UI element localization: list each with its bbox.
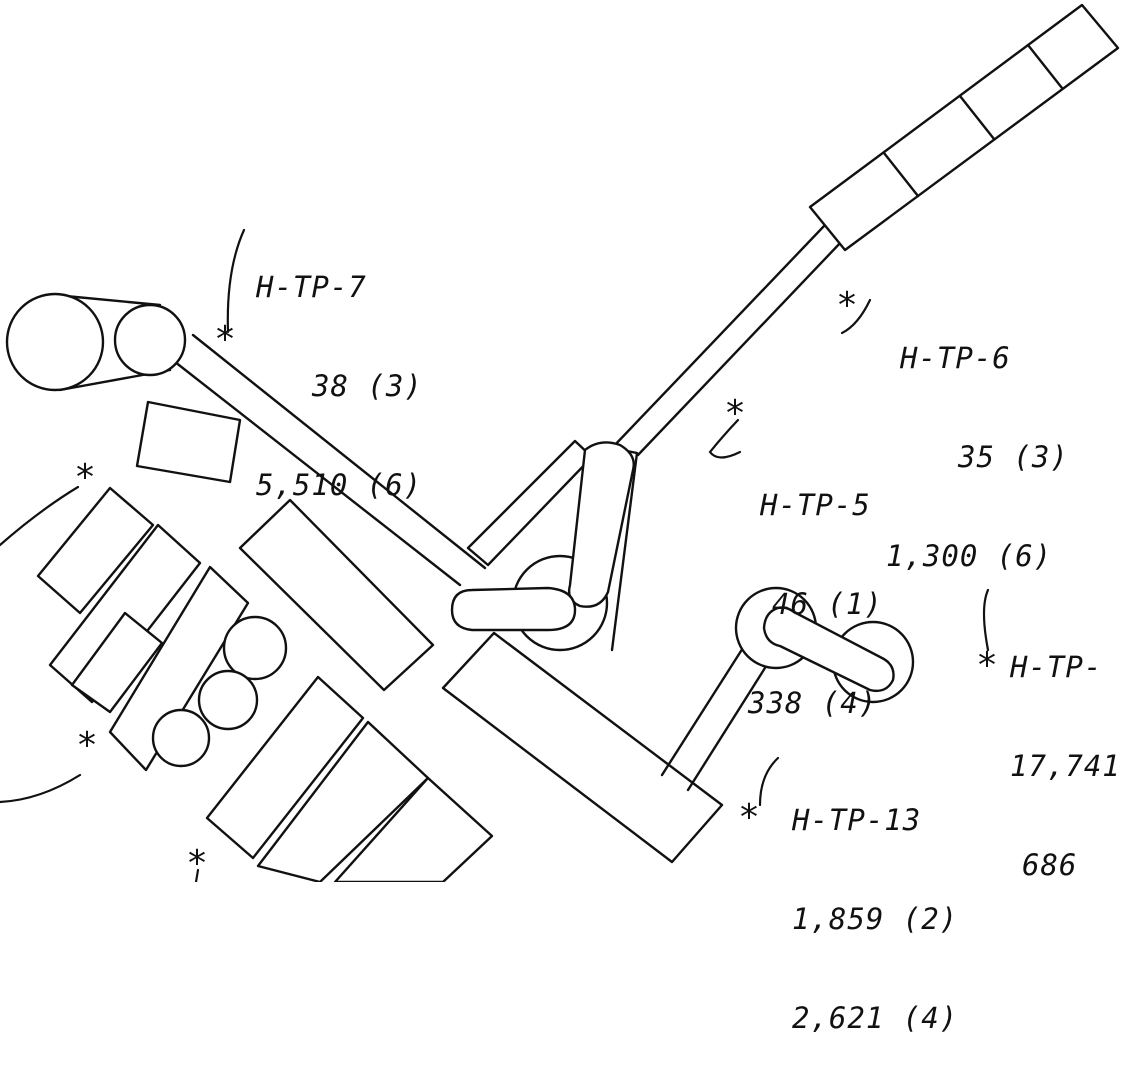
leader-arrows — [0, 228, 990, 882]
marker-left-upper: * — [76, 457, 94, 498]
label-h-tp-7-line-1: 38 (3) — [312, 369, 423, 403]
right-conveyor — [660, 586, 915, 792]
label-h-tp-5-id: H-TP-5 — [760, 488, 871, 522]
label-h-tp-13-line-1: 1,859 (2) — [792, 902, 959, 936]
label-h-tp-5-line-1: 46 (1) — [772, 587, 883, 621]
label-h-tp-5: H-TP-5 46 (1) 338 (4) — [748, 423, 883, 753]
crusher-area — [441, 439, 724, 864]
label-h-tp-cut: H-TP- 17,741 ( 686 — [1010, 585, 1128, 915]
marker-h-tp-13: * — [740, 797, 758, 838]
site-map — [0, 3, 1120, 882]
marker-h-tp-6: * — [838, 285, 856, 326]
label-h-tp-cut-line-1: 17,741 ( — [1010, 749, 1121, 783]
label-h-tp-cut-line-2: 686 — [1022, 848, 1078, 882]
label-h-tp-5-line-2: 338 (4) — [748, 686, 878, 720]
building-cluster — [36, 486, 494, 882]
upper-conveyor — [610, 3, 1120, 457]
label-h-tp-6: H-TP-6 35 (3) 1,300 (6) — [886, 276, 1069, 606]
marker-left-lower: * — [78, 725, 96, 766]
marker-h-tp-5: * — [726, 393, 744, 434]
left-conveyor — [5, 292, 487, 587]
label-h-tp-13-id: H-TP-13 — [792, 803, 922, 837]
label-h-tp-6-id: H-TP-6 — [900, 341, 1011, 375]
small-building — [135, 400, 242, 484]
label-h-tp-6-line-2: 1,300 (6) — [886, 539, 1053, 573]
label-h-tp-13: H-TP-13 1,859 (2) 2,621 (4) — [792, 738, 958, 1068]
marker-bottom: * — [188, 843, 206, 884]
label-h-tp-7: H-TP-7 38 (3) 5,510 (6) — [256, 205, 423, 535]
label-h-tp-6-line-1: 35 (3) — [958, 440, 1069, 474]
label-h-tp-cut-id: H-TP- — [1010, 650, 1103, 684]
marker-h-tp-7: * — [216, 319, 234, 360]
label-h-tp-7-line-2: 5,510 (6) — [256, 468, 423, 502]
label-h-tp-13-line-2: 2,621 (4) — [792, 1001, 959, 1035]
label-h-tp-7-id: H-TP-7 — [256, 270, 367, 304]
marker-h-tp-cut: * — [978, 645, 996, 686]
